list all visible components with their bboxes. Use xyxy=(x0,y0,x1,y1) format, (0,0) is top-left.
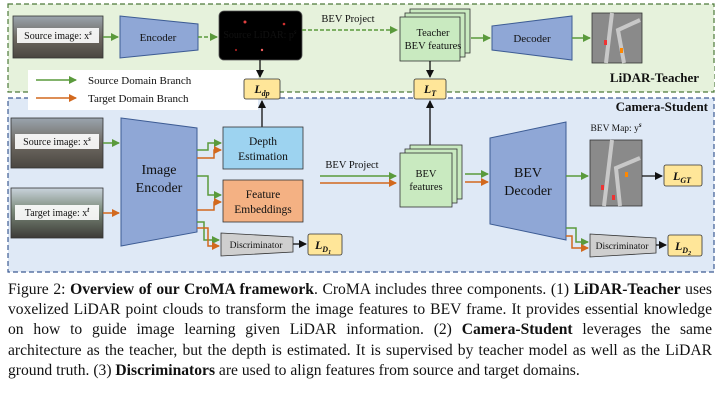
student-target-image-label: Target image: xt xyxy=(25,206,90,219)
lidar-points-3 xyxy=(282,22,286,26)
student-source-image-label-bg xyxy=(15,134,99,149)
student-image-encoder xyxy=(120,117,198,247)
student-panel-title: Camera-Student xyxy=(616,99,709,114)
encoder-to-feature-orange xyxy=(197,198,222,211)
caption-discriminators: Discriminators xyxy=(115,361,216,379)
loss-gt-label: LGT xyxy=(672,169,692,185)
encoder-to-disc1-green xyxy=(197,221,220,244)
student-bev-decoder-label-1: BEV xyxy=(514,166,542,181)
loss-d1-label: LD1 xyxy=(314,238,331,256)
caption-fig-label: Figure 2: xyxy=(8,281,71,298)
legend-source-label: Source Domain Branch xyxy=(88,75,192,87)
student-image-encoder-label-2: Encoder xyxy=(136,181,183,196)
caption-lidar-teacher: LiDAR-Teacher xyxy=(573,281,681,298)
feature-embeddings-label-2: Embeddings xyxy=(234,204,292,216)
encoder-to-depth-green xyxy=(197,139,222,151)
teacher-bev-map-car-1 xyxy=(604,40,607,45)
student-bev-map-car-2 xyxy=(625,172,628,177)
loss-dp-box xyxy=(243,78,281,100)
teacher-bev-project-label: BEV Project xyxy=(321,14,374,25)
loss-gt-box xyxy=(663,164,703,187)
loss-d2-label: LD2 xyxy=(674,239,691,257)
discriminator-1 xyxy=(220,232,294,257)
croma-diagram: LiDAR-Teacher Camera-Student Source Doma… xyxy=(7,3,715,273)
decoder-to-disc2-green xyxy=(566,227,589,246)
teacher-encoder-label: Encoder xyxy=(140,32,177,44)
loss-t-box xyxy=(413,78,447,100)
student-bev-features-label-1: BEV xyxy=(416,169,437,180)
caption-camera-student: Camera-Student xyxy=(461,321,573,339)
depth-estimation-label-2: Estimation xyxy=(238,151,288,163)
discriminator-2 xyxy=(589,233,657,258)
student-bev-features xyxy=(399,152,453,208)
student-image-encoder-label-1: Image xyxy=(142,163,177,178)
teacher-encoder xyxy=(119,15,199,59)
student-bev-decoder xyxy=(489,121,567,241)
caption-text-4: are used to align features from source a… xyxy=(215,361,580,379)
loss-t-label: LT xyxy=(423,82,437,98)
teacher-panel-title: LiDAR-Teacher xyxy=(610,70,699,85)
lidar-points-4 xyxy=(234,48,238,52)
encoder-to-depth-orange xyxy=(197,146,222,159)
feature-embeddings-label-1: Feature xyxy=(246,189,280,201)
teacher-bev-label-1: Teacher xyxy=(416,28,450,39)
lidar-points-2 xyxy=(260,48,264,52)
teacher-source-image-label-bg xyxy=(17,28,99,43)
loss-d1-box xyxy=(307,233,343,256)
caption-text-1: . CroMA includes three components. (1) xyxy=(313,281,574,298)
decoder-to-disc2-orange xyxy=(566,235,589,252)
teacher-bev-map-car-2 xyxy=(620,48,623,53)
student-bev-map-road xyxy=(602,139,641,207)
encoder-to-disc1-orange xyxy=(197,227,220,250)
student-bev-map-car-1 xyxy=(601,185,604,190)
student-bev-project-label: BEV Project xyxy=(325,160,378,171)
teacher-source-image-label: Source image: xs xyxy=(24,29,92,42)
student-bev-map-car-3 xyxy=(612,195,615,200)
student-bev-decoder-label-2: Decoder xyxy=(504,184,552,199)
student-bev-features-label-2: features xyxy=(409,182,442,193)
feature-embeddings-box xyxy=(222,179,304,223)
figure-caption: Figure 2: Overview of our CroMA framewor… xyxy=(8,280,712,381)
student-bev-map-label: BEV Map: ys xyxy=(590,121,641,134)
encoder-to-feature-green xyxy=(197,175,222,199)
teacher-bev-label-2: BEV features xyxy=(405,41,462,52)
caption-text-3: leverages the same architecture as the t… xyxy=(8,321,712,379)
depth-estimation-label-1: Depth xyxy=(249,136,277,148)
loss-d2-box xyxy=(667,234,703,257)
discriminator-2-label: Discriminator xyxy=(596,242,650,252)
teacher-decoder xyxy=(491,15,573,61)
caption-text-2: uses voxelized LiDAR point clouds to tra… xyxy=(8,281,713,339)
depth-estimation-box xyxy=(222,126,304,170)
legend-target-label: Target Domain Branch xyxy=(88,93,189,105)
teacher-decoder-label: Decoder xyxy=(513,33,551,45)
teacher-bev-features xyxy=(399,16,461,62)
lidar-teacher-tab xyxy=(584,66,714,90)
student-source-image-label: Source image: xs xyxy=(23,135,91,148)
teacher-lidar-label: Source LiDAR: ps xyxy=(223,28,297,41)
legend-area xyxy=(28,70,258,110)
lidar-points-1 xyxy=(243,20,247,24)
student-target-image-label-bg xyxy=(15,205,99,220)
discriminator-1-label: Discriminator xyxy=(230,241,284,251)
caption-title: Overview of our CroMA framework xyxy=(70,281,314,298)
loss-dp-label: Ldp xyxy=(253,82,269,98)
